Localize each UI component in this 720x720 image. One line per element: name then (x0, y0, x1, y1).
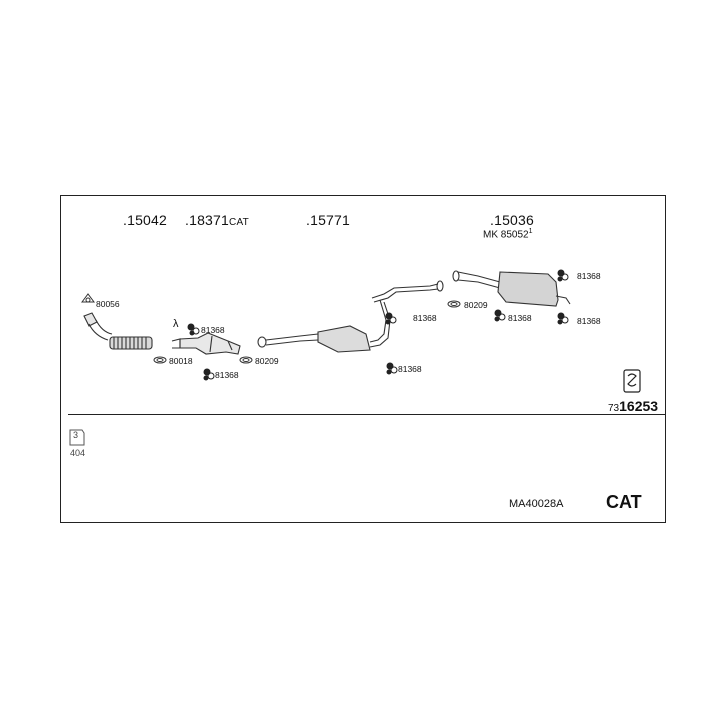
gasket-80209-b (447, 300, 461, 308)
rear-muffler (452, 270, 571, 307)
callout-80018: 80018 (169, 356, 193, 366)
part-label-18371-number: .18371 (185, 212, 230, 228)
part-label-15771: .15771 (306, 212, 351, 228)
note-icon (69, 429, 85, 446)
cat-label: CAT (606, 492, 642, 512)
note-number: 3 (73, 430, 79, 440)
section-divider (68, 414, 666, 415)
hanger-81368-e (494, 309, 506, 322)
hanger-81368-g (557, 312, 569, 325)
lambda-sensor-label: λ (173, 318, 179, 330)
hanger-81368-b (203, 368, 215, 381)
part-label-15036: .15036 (490, 212, 535, 228)
catalytic-converter (171, 332, 241, 355)
note-text: 404 (70, 448, 86, 458)
gasket-80018 (153, 356, 167, 364)
callout-81368-a: 81368 (201, 325, 225, 335)
gasket-80209-a (239, 356, 253, 364)
gasket-80056 (81, 293, 95, 303)
front-pipe (83, 312, 153, 350)
part-label-18371: .18371CAT (185, 212, 249, 228)
callout-81368-g: 81368 (577, 316, 601, 326)
callout-81368-e: 81368 (508, 313, 532, 323)
callout-80209-b: 80209 (464, 300, 488, 310)
part-number-prefix: 73 (608, 403, 620, 414)
hanger-81368-d (386, 362, 398, 375)
part-sublabel-mk-text: MK 85052 (483, 229, 529, 241)
center-muffler (257, 299, 391, 353)
hanger-81368-c (385, 312, 397, 325)
part-sublabel-mk-sup: 1 (528, 228, 533, 235)
callout-81368-d: 81368 (398, 364, 422, 374)
callout-81368-b: 81368 (215, 370, 239, 380)
part-number-main: 16253 (619, 398, 659, 414)
hanger-81368-a (187, 323, 200, 336)
part-label-18371-suffix: CAT (229, 217, 249, 228)
part-sublabel-mk: MK 850521 (483, 228, 533, 240)
callout-80056: 80056 (96, 299, 120, 309)
part-number: 7316253 (608, 398, 658, 414)
intermediate-pipe (371, 280, 444, 303)
callout-81368-c: 81368 (413, 313, 437, 323)
diagram-frame (60, 195, 666, 523)
part-label-15042: .15042 (123, 212, 168, 228)
callout-80209-a: 80209 (255, 356, 279, 366)
callout-81368-f: 81368 (577, 271, 601, 281)
set-code: MA40028A (509, 498, 564, 510)
part-number-icon (623, 369, 641, 393)
hanger-81368-f (557, 269, 569, 282)
